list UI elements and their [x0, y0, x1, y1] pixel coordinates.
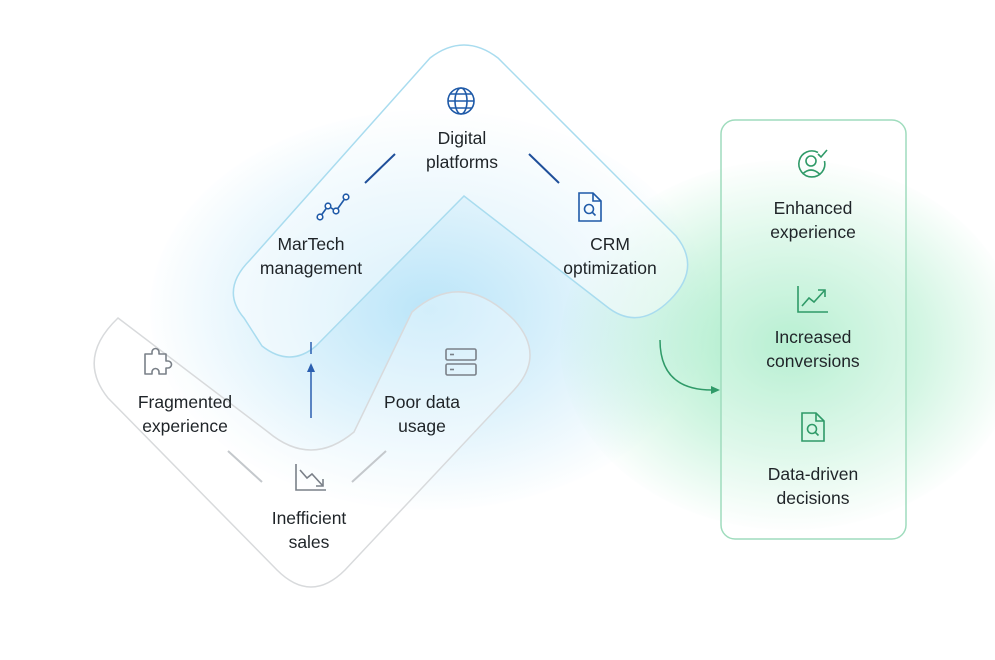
user-check-icon: [798, 149, 828, 178]
node-inefficient-sales: Inefficient sales: [271, 508, 347, 552]
upward-arrow-head: [307, 363, 315, 372]
document-search-icon: [801, 412, 825, 442]
document-search-icon: [578, 192, 602, 222]
top-chevron-outline: [232, 44, 689, 358]
node-enhanced-experience: Enhanced experience: [770, 198, 856, 242]
outcomes-panel-outline: [720, 119, 907, 540]
connector-poordata-inefficient: [351, 450, 387, 483]
puzzle-icon: [144, 347, 173, 375]
bottom-chevron-outline: [93, 291, 531, 588]
outcome-arrow-head: [711, 386, 720, 394]
server-stack-icon: [445, 348, 477, 376]
node-martech-management: MarTech management: [259, 234, 363, 278]
connected-nodes-icon: [316, 193, 350, 221]
node-crm-optimization: CRM optimization: [563, 234, 657, 278]
node-poor-data-usage: Poor data usage: [384, 392, 460, 436]
node-data-driven-decisions: Data-driven decisions: [767, 464, 859, 508]
globe-icon: [447, 87, 475, 115]
node-digital-platforms: Digital platforms: [426, 128, 498, 172]
connector-digital-crm: [528, 153, 560, 184]
connector-fragmented-inefficient: [227, 450, 263, 483]
outcome-arrow: [659, 339, 713, 391]
trend-down-icon: [295, 464, 326, 491]
trend-up-icon: [797, 286, 828, 313]
connector-martech-digital: [364, 153, 396, 184]
node-increased-conversions: Increased conversions: [766, 327, 860, 371]
node-fragmented-experience: Fragmented experience: [137, 392, 233, 436]
